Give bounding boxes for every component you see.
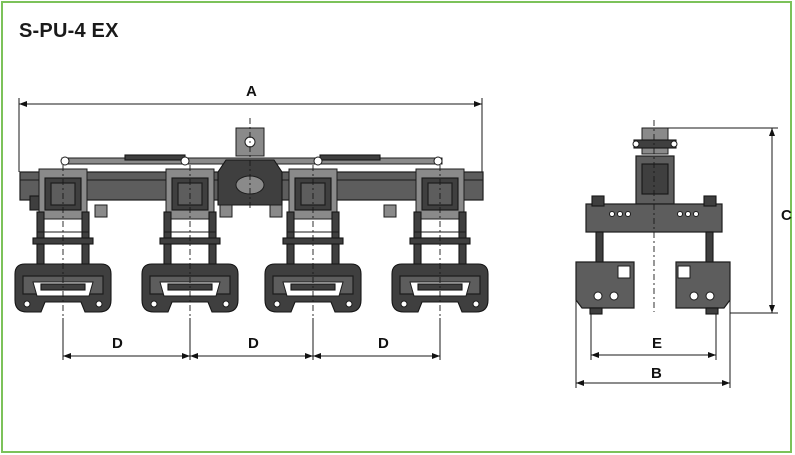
dimension-b: B xyxy=(575,300,731,388)
side-view xyxy=(575,120,731,315)
page-title: S-PU-4 EX xyxy=(19,20,119,42)
dimension-label-e: E xyxy=(652,335,662,352)
dimension-label-d-3: D xyxy=(378,335,389,352)
dimension-label-b: B xyxy=(651,365,662,382)
dimension-a: A xyxy=(18,83,483,172)
dimension-e: E xyxy=(590,314,717,360)
dimension-label-a: A xyxy=(246,83,257,100)
dimension-label-c: C xyxy=(781,207,792,224)
dimension-label-d-2: D xyxy=(248,335,259,352)
dimension-d: D D D xyxy=(62,318,441,360)
dimension-c: C xyxy=(668,127,792,314)
front-view xyxy=(14,118,489,318)
dimension-label-d-1: D xyxy=(112,335,123,352)
